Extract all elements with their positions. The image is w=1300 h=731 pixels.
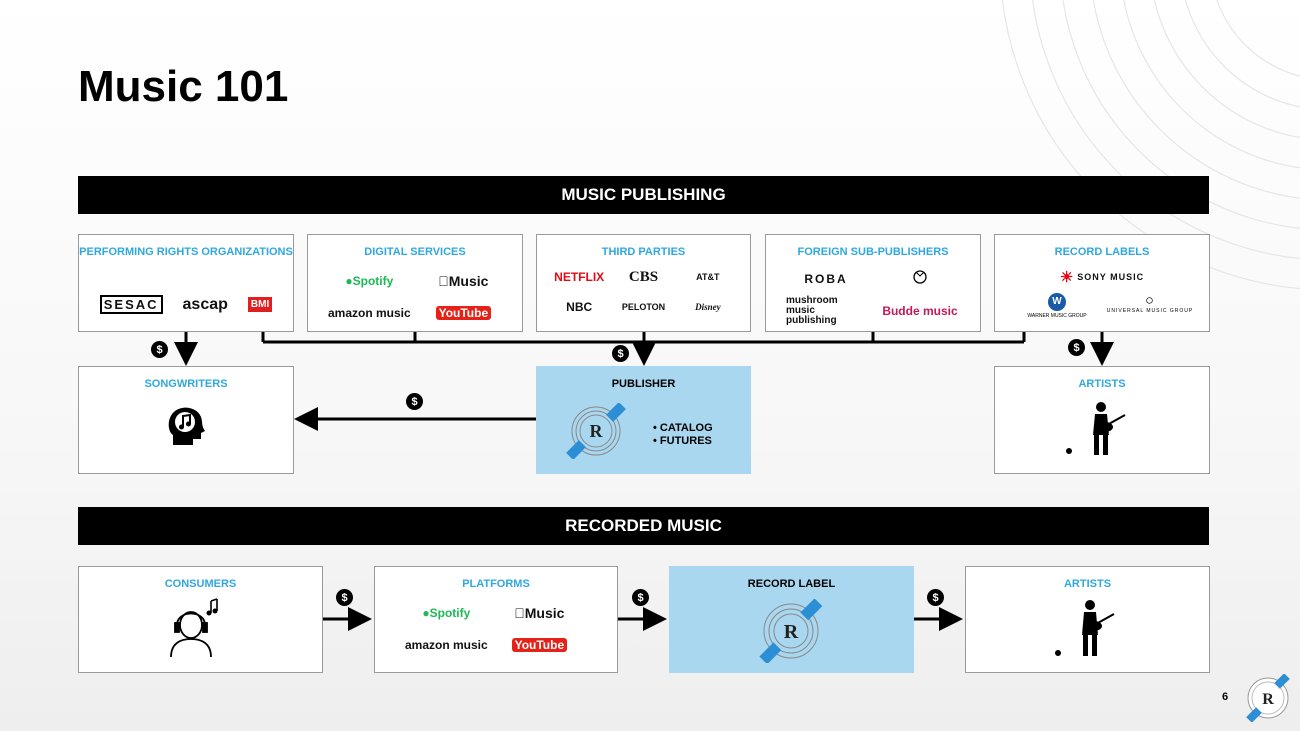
money-icon: $ xyxy=(612,345,629,362)
pro-box: PERFORMING RIGHTS ORGANIZATIONS SESAC as… xyxy=(78,234,294,332)
crest-icon xyxy=(913,270,927,284)
publisher-items: • CATALOG • FUTURES xyxy=(653,422,713,448)
att-logo: AT&T xyxy=(696,272,720,282)
roba-logo: ROBA xyxy=(804,272,848,286)
page-title: Music 101 xyxy=(78,62,289,111)
svg-text:R: R xyxy=(590,421,604,441)
recorded-artists-box: ARTISTS xyxy=(965,566,1210,673)
brand-record-icon: R xyxy=(759,599,823,663)
money-icon: $ xyxy=(406,393,423,410)
amazon-music-logo: amazon music xyxy=(328,306,411,320)
pro-label: PERFORMING RIGHTS ORGANIZATIONS xyxy=(79,246,293,258)
songwriters-label: SONGWRITERS xyxy=(144,378,228,390)
money-icon: $ xyxy=(927,589,944,606)
list-item: • FUTURES xyxy=(653,435,712,447)
consumers-box: CONSUMERS xyxy=(78,566,323,673)
record-labels-label: RECORD LABELS xyxy=(1054,246,1150,258)
list-item: • CATALOG xyxy=(653,422,713,434)
head-music-icon xyxy=(168,407,205,445)
record-label-box: RECORD LABEL R xyxy=(669,566,914,673)
peloton-logo: PELOTON xyxy=(621,302,666,312)
sesac-logo: SESAC xyxy=(99,295,163,314)
listener-icon xyxy=(170,598,218,658)
netflix-logo: NETFLIX xyxy=(554,270,605,284)
warner-logo: W WARNER MUSIC GROUP xyxy=(1017,293,1097,319)
sony-music-logo: ☀SONY MUSIC xyxy=(1059,269,1145,286)
universal-logo: ◯ UNIVERSAL MUSIC GROUP xyxy=(1106,298,1194,314)
amazon-music-logo: amazon music xyxy=(405,638,488,652)
record-labels-box: RECORD LABELS ☀SONY MUSIC W WARNER MUSIC… xyxy=(994,234,1210,332)
money-icon: $ xyxy=(151,341,168,358)
recorded-music-header: RECORDED MUSIC xyxy=(78,507,1209,545)
artists-label: ARTISTS xyxy=(1078,378,1126,390)
platforms-box: PLATFORMS ● Spotify Music amazon music … xyxy=(374,566,618,673)
youtube-logo: YouTube xyxy=(425,301,502,325)
crest-logo xyxy=(880,267,960,291)
guitarist-icon xyxy=(1066,402,1126,455)
disney-logo: Disney xyxy=(695,302,721,312)
digital-services-label: DIGITAL SERVICES xyxy=(364,246,466,258)
music-publishing-header: MUSIC PUBLISHING xyxy=(78,176,1209,214)
third-parties-label: THIRD PARTIES xyxy=(601,246,686,258)
foreign-sub-publishers-label: FOREIGN SUB-PUBLISHERS xyxy=(797,246,949,258)
page-number: 6 xyxy=(1222,691,1229,703)
publishing-artists-box: ARTISTS xyxy=(994,366,1210,474)
budde-music-logo: Budde music xyxy=(882,304,958,318)
ascap-logo: ascap xyxy=(182,295,228,313)
spotify-logo: ● Spotify xyxy=(345,274,394,288)
cbs-logo: CBS xyxy=(628,268,659,285)
record-label-label: RECORD LABEL xyxy=(747,578,836,590)
money-icon: $ xyxy=(336,589,353,606)
money-icon: $ xyxy=(632,589,649,606)
songwriters-box: SONGWRITERS xyxy=(78,366,294,474)
third-parties-box: THIRD PARTIES NETFLIX CBS AT&T NBC PELOT… xyxy=(536,234,751,332)
svg-text:R: R xyxy=(784,621,799,643)
artists-label: ARTISTS xyxy=(1063,578,1112,590)
digital-services-box: DIGITAL SERVICES ● Spotify Music amazon… xyxy=(307,234,523,332)
apple-music-logo: Music xyxy=(514,605,564,621)
foreign-sub-publishers-box: FOREIGN SUB-PUBLISHERS ROBA mushroom mus… xyxy=(765,234,981,332)
svg-text:R: R xyxy=(1262,691,1274,708)
apple-music-logo: Music xyxy=(438,273,488,289)
money-icon: $ xyxy=(1068,339,1085,356)
bmi-logo: BMI xyxy=(247,297,273,312)
youtube-logo: YouTube xyxy=(502,633,577,657)
nbc-logo: NBC xyxy=(566,300,593,314)
publisher-label: PUBLISHER xyxy=(611,378,676,390)
brand-logo-icon: R xyxy=(1246,674,1290,722)
publisher-box: PUBLISHER R • CATALOG • FUTURES xyxy=(536,366,751,474)
guitarist-icon xyxy=(1055,600,1115,656)
brand-record-icon: R xyxy=(566,403,626,459)
spotify-logo: ● Spotify xyxy=(422,606,471,620)
mushroom-logo: mushroom music publishing xyxy=(786,295,838,326)
platforms-label: PLATFORMS xyxy=(462,578,530,590)
consumers-label: CONSUMERS xyxy=(164,578,237,590)
